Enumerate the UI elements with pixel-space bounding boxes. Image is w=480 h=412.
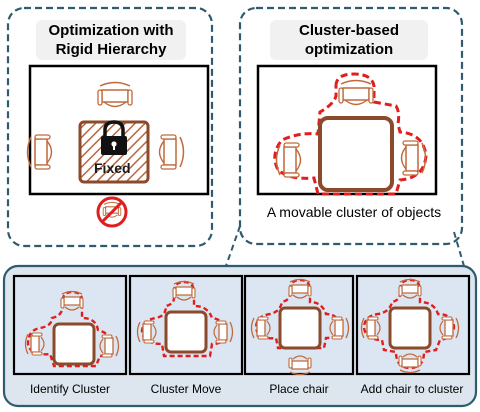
zoom-connector-right (453, 231, 465, 267)
step-cluster-move (128, 274, 244, 376)
step-add-chair-to-cluster (355, 274, 471, 376)
lock-icon (101, 120, 127, 155)
prohibited-icon (96, 196, 128, 228)
step-label: Add chair to cluster (360, 382, 464, 396)
zoom-connector-left (225, 225, 241, 267)
step-label: Cluster Move (150, 382, 222, 396)
step-label: Identify Cluster (29, 382, 111, 396)
cluster-outline (273, 72, 428, 196)
step-identify-cluster (12, 274, 128, 376)
cluster-caption: A movable cluster of objects (266, 204, 442, 220)
cluster-panel-title: Cluster-based optimization (270, 20, 428, 60)
step-label: Place chair (269, 382, 329, 396)
rigid-panel-title: Optimization with Rigid Hierarchy (36, 20, 186, 60)
fixed-label: Fixed (94, 160, 131, 176)
table-icon (318, 116, 394, 192)
step-place-chair (243, 274, 355, 376)
